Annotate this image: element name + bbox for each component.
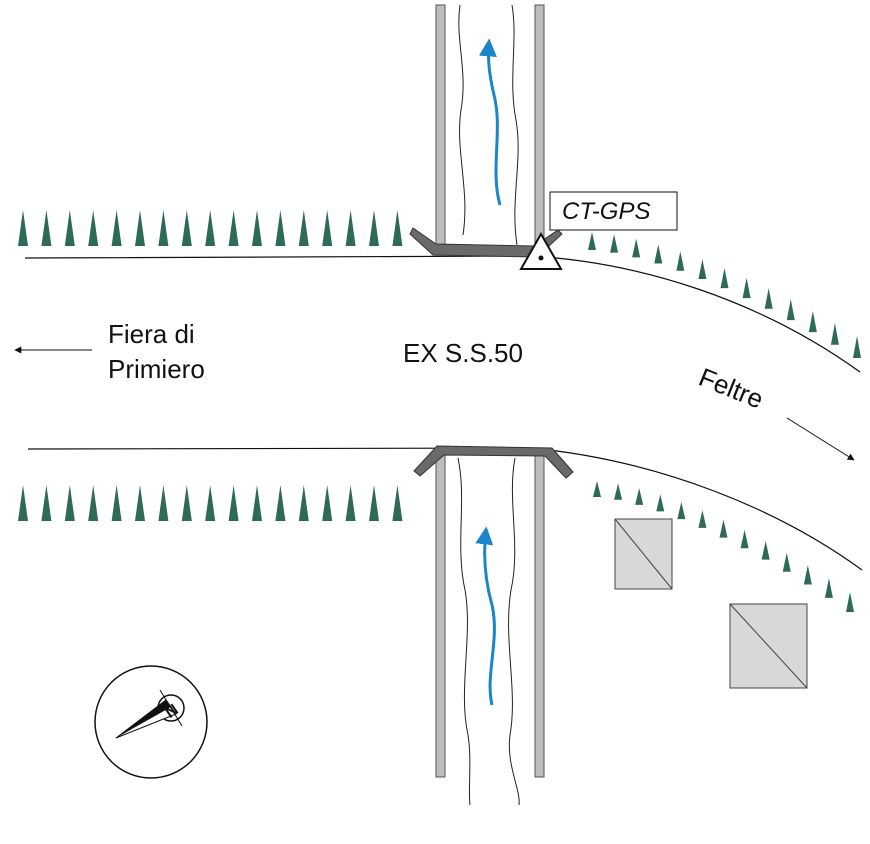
tree-icon: [18, 485, 28, 521]
tree-icon: [853, 336, 861, 358]
tree-icon: [824, 578, 833, 598]
tree-icon: [228, 485, 239, 521]
flow-arrow-upper: [478, 38, 502, 206]
river-bank-left-upper: [435, 4, 446, 248]
building-small: [614, 518, 673, 590]
river-bank-right-lower: [534, 454, 545, 778]
bridge-deck: [413, 445, 574, 479]
tree-icon: [593, 481, 601, 497]
building-large: [729, 603, 808, 689]
river-lower: [435, 454, 545, 806]
road-name-label: EX S.S.50: [403, 338, 523, 368]
gps-triangle-icon: [519, 231, 563, 270]
gps-station: CT-GPS: [519, 191, 678, 270]
tree-icon: [111, 485, 122, 521]
tree-icon: [275, 210, 286, 246]
tree-icon: [88, 485, 99, 521]
river-bank-left-lower: [435, 454, 446, 778]
tree-icon: [676, 251, 685, 271]
tree-icon: [656, 494, 665, 512]
compass-icon: N: [94, 665, 208, 779]
tree-icon: [158, 210, 169, 246]
tree-icon: [322, 210, 333, 246]
tree-icon: [135, 210, 145, 246]
river-upper: [435, 4, 545, 248]
tree-icon: [18, 210, 28, 246]
tree-icon: [111, 210, 122, 246]
tree-icon: [369, 210, 379, 246]
direction-arrow-right: [786, 417, 855, 461]
riverbed-line: [508, 457, 520, 806]
tree-icon: [846, 592, 854, 612]
tree-icon: [345, 210, 356, 246]
tree-rows: [18, 210, 861, 612]
tree-icon: [252, 485, 262, 521]
tree-icon: [698, 510, 707, 528]
tree-icon: [64, 210, 75, 246]
tree-icon: [88, 210, 99, 246]
tree-icon: [41, 485, 52, 521]
bridge-lower: [413, 445, 574, 479]
road-edge-upper: [24, 255, 861, 373]
tree-icon: [761, 540, 770, 560]
tree-icon: [719, 519, 728, 538]
tree-icon: [654, 244, 663, 264]
tree-icon: [677, 501, 686, 520]
tree-icon: [392, 485, 403, 521]
tree-icon: [588, 232, 596, 250]
gps-point-icon: [538, 255, 544, 261]
tree-icon: [181, 210, 192, 246]
tree-icon: [632, 238, 641, 258]
riverbed-line: [511, 4, 519, 246]
river-bank-right-upper: [534, 4, 545, 248]
tree-icon: [782, 552, 791, 572]
tree-icon: [345, 485, 356, 521]
riverbed-line: [458, 4, 466, 236]
tree-icon: [803, 565, 812, 585]
tree-icon: [41, 210, 52, 246]
tree-icon: [786, 299, 795, 321]
destination-label-right: Feltre: [695, 362, 768, 415]
tree-icon: [369, 485, 379, 521]
tree-icon: [322, 485, 333, 521]
tree-icon: [135, 485, 145, 521]
tree-icon: [614, 483, 623, 500]
destination-label-left-line2: Primiero: [108, 354, 205, 384]
gps-label: CT-GPS: [562, 198, 650, 225]
bridge-upper: [409, 227, 563, 258]
tree-icon: [392, 210, 403, 246]
destination-label-left-line1: Fiera di: [108, 319, 195, 349]
bridge-deck: [409, 227, 563, 258]
tree-icon: [181, 485, 192, 521]
tree-icon: [252, 210, 262, 246]
tree-icon: [205, 210, 216, 246]
tree-icon: [205, 485, 216, 521]
tree-icon: [298, 210, 309, 246]
tree-icon: [808, 310, 817, 333]
tree-icon: [635, 488, 644, 505]
tree-icon: [610, 234, 619, 253]
tree-icon: [64, 485, 75, 521]
tree-icon: [720, 268, 729, 289]
tree-icon: [742, 277, 751, 299]
gps-label-box: [549, 191, 678, 231]
tree-icon: [740, 529, 749, 549]
flow-arrow-lower: [475, 526, 496, 706]
tree-icon: [764, 288, 773, 309]
riverbed-line: [457, 457, 471, 806]
tree-icon: [228, 210, 239, 246]
road-edge-lower: [27, 447, 863, 571]
tree-icon: [158, 485, 169, 521]
tree-icon: [275, 485, 286, 521]
tree-icon: [698, 259, 707, 280]
tree-icon: [298, 485, 309, 521]
tree-icon: [830, 323, 839, 345]
